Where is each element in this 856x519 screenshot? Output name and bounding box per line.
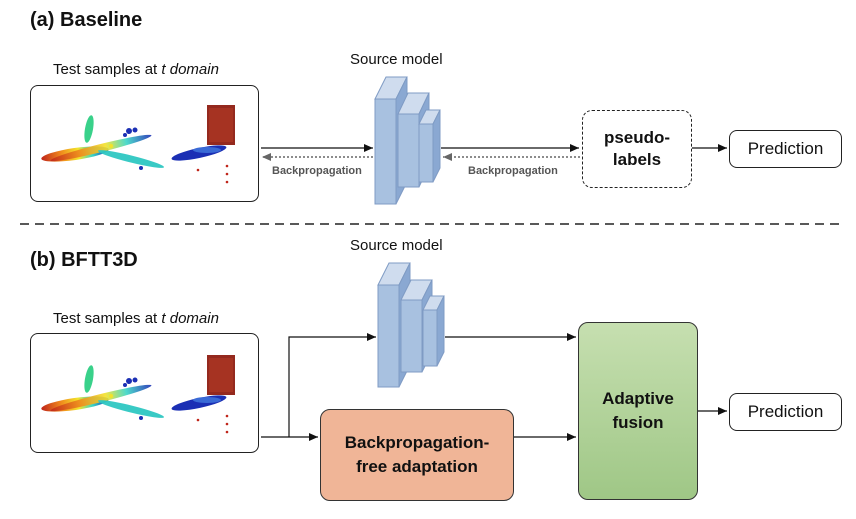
source-model-blocks-b [377,262,445,388]
test-samples-label-a: Test samples at t domain [53,61,219,78]
bp-free-line2: free adaptation [356,457,478,476]
test-samples-domain-b: t domain [161,310,219,327]
test-samples-panel-b [30,333,259,453]
adaptive-fusion-box: Adaptive fusion [578,322,698,500]
point-cloud-graphic-b [41,355,235,434]
test-samples-prefix-b: Test samples at [53,310,162,327]
pseudo-labels-line2: labels [612,150,662,169]
test-samples-domain-a: t domain [161,61,219,78]
chair-point-cloud-a [171,105,235,184]
bp-free-line1: Backpropagation- [344,433,490,452]
airplane-point-cloud-b [41,365,165,420]
arrow-input-to-model-b [288,333,376,437]
source-model-blocks-a [374,76,441,205]
prediction-box-a: Prediction [729,130,842,168]
pseudo-labels-line1: pseudo- [603,128,671,147]
point-cloud-graphic-a [41,105,235,184]
section-b-title: (b) BFTT3D [30,249,138,271]
backprop-label-right-a: Backpropagation [468,165,558,177]
prediction-box-b: Prediction [729,393,842,431]
chair-point-cloud-b [171,355,235,434]
test-samples-label-b: Test samples at t domain [53,310,219,327]
section-a-title: (a) Baseline [30,9,143,31]
test-samples-panel-a [30,85,259,202]
fusion-line2: fusion [612,413,664,432]
source-model-label-a: Source model [350,51,443,68]
fusion-line1: Adaptive [602,389,674,408]
backprop-free-adaptation-box: Backpropagation- free adaptation [320,409,514,501]
backprop-label-left-a: Backpropagation [272,165,362,177]
source-model-label-b: Source model [350,237,443,254]
test-samples-prefix-a: Test samples at [53,61,162,78]
airplane-point-cloud-a [41,115,165,170]
pseudo-labels-box-a: pseudo- labels [582,110,692,188]
